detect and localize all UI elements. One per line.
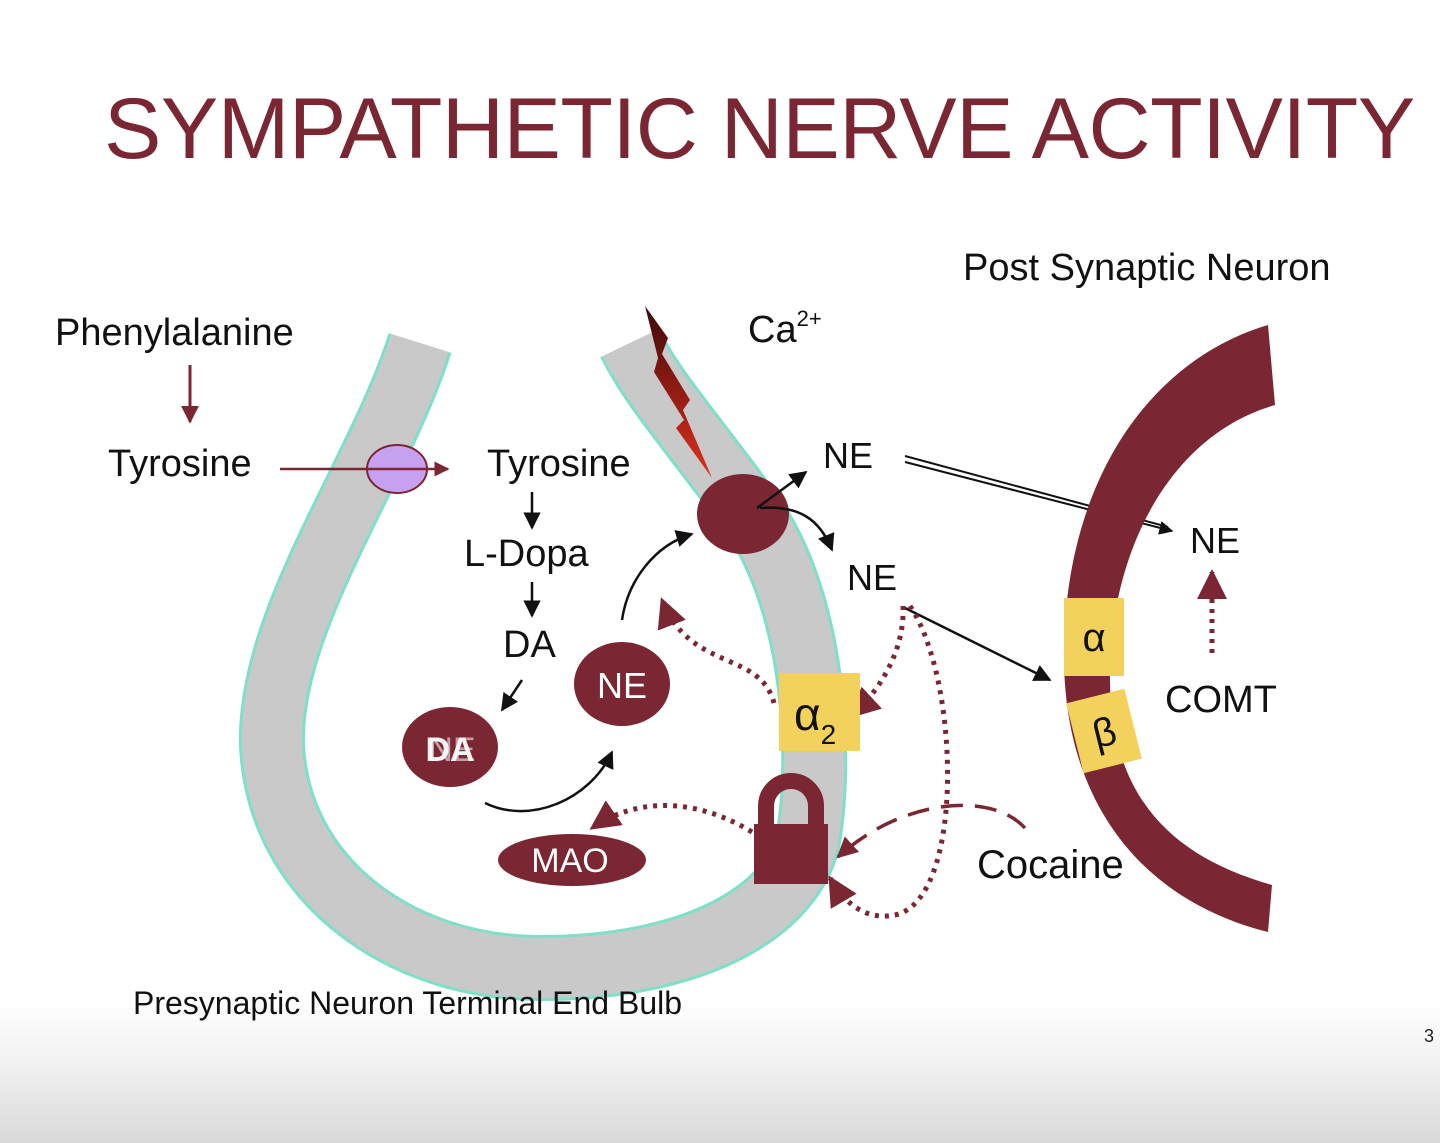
slide-title: SYMPATHETIC NERVE ACTIVITY bbox=[104, 81, 1415, 177]
calcium-base: Ca bbox=[748, 309, 797, 351]
calcium-label: Ca2+ bbox=[748, 306, 822, 351]
ne-release-arrow-lower bbox=[759, 506, 835, 552]
vesicle-transport-arrow bbox=[620, 530, 694, 621]
reuptake-transporter-lock-body bbox=[754, 824, 828, 884]
cocaine-label: Cocaine bbox=[977, 843, 1124, 887]
alpha2-base: α bbox=[794, 688, 821, 740]
action-potential-lightning-icon bbox=[645, 306, 712, 478]
alpha2-autoreceptor bbox=[779, 673, 860, 751]
vesicle-da bbox=[402, 707, 498, 787]
reuptake-to-mao-dotted-arrow bbox=[589, 800, 754, 835]
vesicle-maturation-arrow bbox=[484, 750, 614, 813]
ne-released-upper-label: NE bbox=[823, 435, 873, 476]
vesicle-da-ne-overlay-label: NE bbox=[428, 731, 475, 769]
da-to-vesicle-arrow bbox=[500, 679, 524, 712]
presynaptic-caption: Presynaptic Neuron Terminal End Bulb bbox=[133, 985, 682, 1021]
ne-receptor-label: NE bbox=[1190, 520, 1240, 561]
comt-label: COMT bbox=[1165, 679, 1277, 721]
ne-release-arrow-upper bbox=[756, 470, 808, 510]
l-dopa-label: L-Dopa bbox=[464, 533, 589, 575]
vesicle-da-label: DA bbox=[425, 731, 474, 769]
alpha2-subscript: 2 bbox=[821, 719, 837, 750]
ne-released-lower-label: NE bbox=[847, 557, 897, 598]
calcium-charge: 2+ bbox=[797, 306, 822, 331]
mao-label: MAO bbox=[531, 842, 608, 880]
alpha-receptor bbox=[1064, 598, 1124, 676]
da-label: DA bbox=[503, 624, 556, 666]
ne-reuptake-dotted-arrow bbox=[827, 604, 950, 919]
alpha2-inhibition-dotted-arrow bbox=[657, 597, 777, 704]
alpha2-label: α2 bbox=[794, 688, 836, 750]
vesicle-ne bbox=[574, 642, 670, 726]
mao-enzyme bbox=[498, 834, 646, 886]
ne-to-alpha2-dotted-arrow bbox=[849, 605, 906, 719]
postsynaptic-neuron bbox=[1063, 325, 1275, 932]
slide-bottom-shadow bbox=[0, 1000, 1440, 1143]
alpha-receptor-label: α bbox=[1082, 616, 1105, 660]
fusing-vesicle bbox=[697, 474, 789, 554]
vesicle-ne-label: NE bbox=[597, 665, 647, 706]
ne-to-alpha-receptor-arrow bbox=[904, 606, 1052, 682]
phenylalanine-label: Phenylalanine bbox=[55, 312, 294, 354]
beta-receptor bbox=[1066, 688, 1142, 774]
tyrosine-outside-label: Tyrosine bbox=[108, 443, 252, 485]
post-synaptic-neuron-label: Post Synaptic Neuron bbox=[963, 247, 1331, 289]
page-number: 3 bbox=[1424, 1026, 1435, 1046]
cocaine-block-dashed-arrow bbox=[836, 803, 1027, 859]
reuptake-transporter-lock-icon bbox=[758, 773, 824, 826]
tyrosine-inside-label: Tyrosine bbox=[487, 443, 631, 485]
